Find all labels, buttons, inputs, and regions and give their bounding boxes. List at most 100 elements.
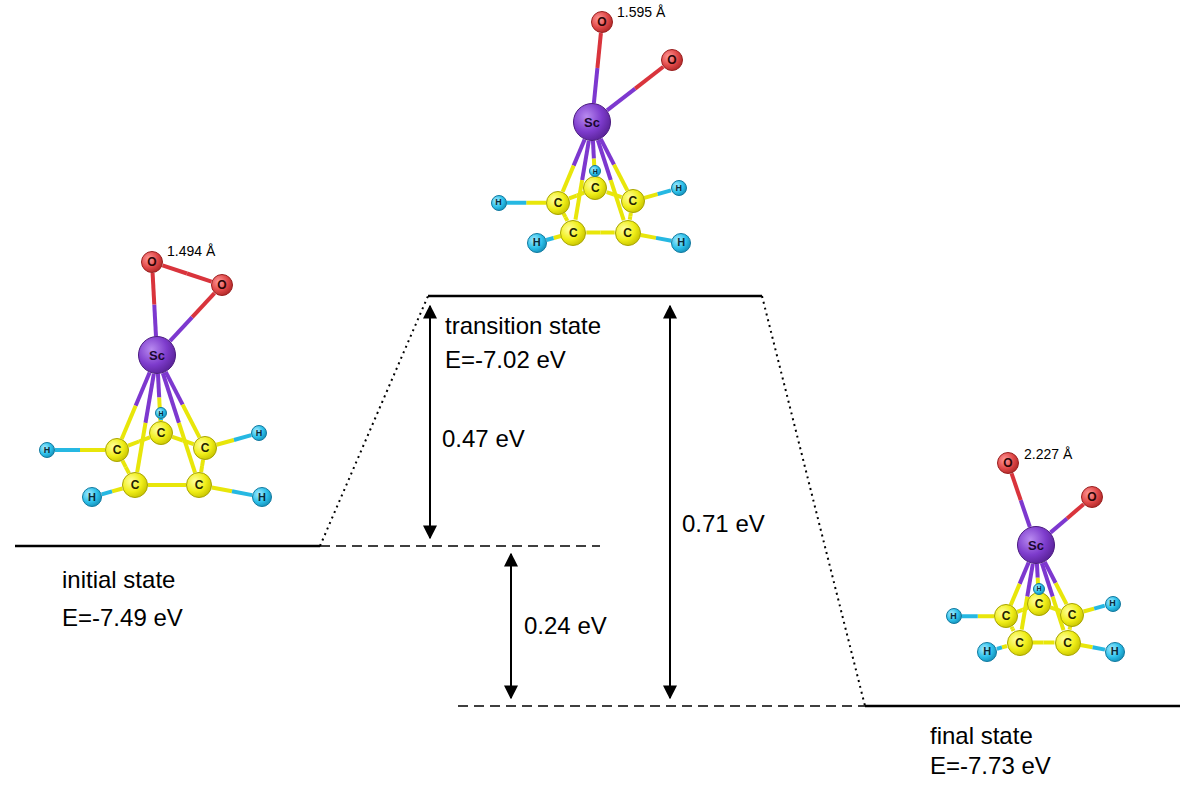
atom-circle	[491, 195, 506, 210]
c-atom: C	[122, 472, 148, 498]
atom-symbol: O	[1087, 491, 1096, 503]
bond-half	[978, 614, 994, 618]
sc-atom: Sc	[573, 103, 611, 141]
c-atom: C	[621, 189, 645, 213]
bond-half	[607, 192, 614, 195]
bond-half	[217, 440, 234, 445]
atom-symbol: C	[591, 182, 600, 194]
atom-symbol: H	[495, 198, 502, 207]
bond-half	[187, 274, 212, 282]
chemical-bond	[546, 236, 560, 240]
bond-half	[1080, 645, 1092, 647]
bond-half	[234, 435, 251, 440]
c-atom: C	[105, 438, 129, 462]
bond-half	[635, 67, 663, 89]
bond-half	[1021, 500, 1030, 527]
bond-half	[200, 460, 205, 466]
chemical-bond	[162, 265, 211, 281]
state-name: final state	[930, 722, 1033, 750]
bond-half	[167, 483, 186, 487]
h-atom: H	[527, 233, 547, 253]
atom-symbol: H	[593, 168, 598, 175]
bond-half	[137, 423, 145, 472]
atom-circle	[584, 177, 607, 200]
atom-symbol: H	[950, 612, 957, 621]
atom-circle	[946, 609, 961, 624]
final-level	[865, 705, 1180, 708]
bond-half	[658, 190, 671, 194]
c-atom: C	[1027, 592, 1051, 616]
bond-half	[594, 68, 598, 103]
atom-symbol: O	[597, 16, 606, 28]
bond-half	[614, 195, 621, 198]
atom-symbol: C	[1068, 609, 1077, 621]
atom-symbol: O	[667, 54, 676, 66]
chemical-bond	[172, 437, 193, 444]
atom-circle	[139, 337, 176, 374]
chemical-bond	[607, 192, 622, 197]
bond-half	[159, 420, 163, 421]
bond-half	[192, 293, 214, 317]
bond-half	[1012, 473, 1021, 500]
chemical-bond	[1050, 607, 1060, 611]
c-atom: C	[560, 220, 586, 246]
bond-half	[644, 194, 657, 198]
bond-half	[128, 442, 139, 446]
chemical-bond	[997, 646, 1007, 649]
bond-half	[1084, 609, 1095, 612]
atom-circle	[527, 233, 546, 252]
chemical-bond	[594, 33, 601, 103]
c-atom: C	[546, 191, 570, 215]
bond-half	[1023, 608, 1028, 610]
bond-half	[179, 423, 195, 473]
o-atom: O	[211, 274, 233, 296]
atom-circle	[1061, 603, 1084, 626]
atom-symbol: H	[1109, 599, 1116, 608]
bond-half	[569, 196, 577, 199]
dashed-reference	[320, 545, 600, 547]
h-atom: H	[1105, 642, 1125, 662]
atom-symbol: Sc	[1028, 539, 1044, 552]
bond-half	[1022, 597, 1028, 630]
h-atom: H	[39, 442, 55, 458]
bond-length: 1.494 Å	[167, 243, 215, 259]
chemical-bond	[1069, 627, 1070, 630]
bond-half	[1067, 504, 1084, 518]
bond-half	[1011, 584, 1020, 605]
bond-half	[574, 140, 585, 166]
h-atom: H	[671, 180, 687, 196]
h-atom: H	[252, 487, 272, 507]
atom-symbol: C	[628, 195, 637, 207]
atom-symbol: O	[147, 256, 156, 268]
bond-half	[1094, 606, 1105, 609]
energy-value: E=-7.73 eV	[930, 752, 1051, 780]
atom-circle	[252, 426, 267, 441]
energy-arrow	[429, 306, 431, 538]
bond-half	[526, 201, 546, 205]
energy-arrow	[669, 306, 671, 698]
atom-circle	[156, 408, 167, 419]
c-atom: C	[149, 421, 173, 445]
atom-symbol: H	[1111, 646, 1119, 657]
chemical-bond	[1011, 627, 1013, 631]
bond-half	[1093, 647, 1105, 649]
bond-half	[1002, 646, 1007, 647]
bond-half	[640, 235, 655, 238]
atom-circle	[1105, 642, 1124, 661]
chemical-bond	[128, 437, 150, 445]
chemical-bond	[163, 373, 195, 473]
transition-level	[428, 295, 762, 298]
atom-symbol: H	[258, 492, 266, 503]
atom-circle	[194, 437, 217, 460]
chemical-bond	[217, 435, 252, 445]
bond-half	[591, 141, 596, 159]
atom-circle	[671, 181, 686, 196]
atom-circle	[142, 252, 163, 273]
bond-half	[586, 231, 600, 235]
bond-half	[148, 483, 167, 487]
c-atom: C	[1007, 630, 1033, 656]
h-atom: H	[491, 195, 507, 211]
o-atom: O	[997, 452, 1019, 474]
atom-symbol: H	[1036, 585, 1041, 592]
bond-half	[1033, 641, 1044, 645]
